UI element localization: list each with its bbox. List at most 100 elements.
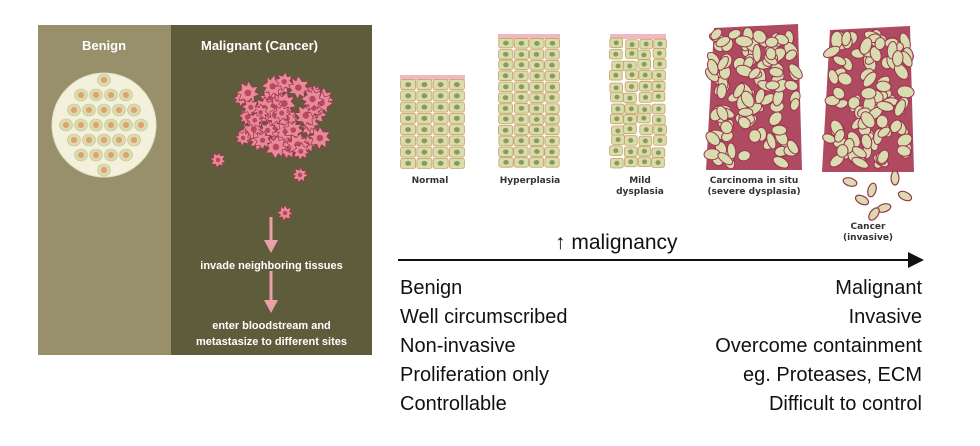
tissue-cell [513, 70, 529, 81]
tissue-cell [544, 49, 560, 60]
malignant-traits-list: Malignant Invasive Overcome containment … [715, 274, 922, 419]
malignant-title: Malignant (Cancer) [201, 38, 319, 53]
tissue-cell [448, 135, 465, 147]
tissue-cell [448, 101, 465, 113]
tissue-cell [609, 70, 623, 81]
invade-caption: invade neighboring tissues [200, 260, 343, 272]
tissue-cell [529, 114, 545, 125]
tissue-cell [717, 152, 734, 166]
cancer-cell [291, 166, 309, 184]
tissue-cell [611, 125, 625, 137]
tissue-cell [400, 157, 417, 169]
tissue-cell [623, 92, 637, 104]
tissue-cell [544, 81, 560, 93]
malignant-trait: Overcome containment [715, 335, 922, 357]
tissue-cell [784, 79, 799, 92]
cancer-cell [300, 86, 325, 111]
tissue-cell [416, 124, 433, 136]
benign-malignant-panel: Benign Malignant (Cancer) invade neighbo… [38, 25, 372, 355]
tissue-cell [772, 156, 790, 169]
tissue-cell [528, 103, 545, 114]
tissue-cell [544, 92, 560, 103]
malignant-trait: Invasive [848, 306, 922, 328]
tissue-cell [623, 135, 638, 146]
tissue-cell [851, 156, 869, 169]
benign-cell [104, 88, 118, 102]
tissue-cell [544, 38, 561, 49]
tissue-cell [513, 38, 529, 49]
invasive-cell [867, 182, 877, 198]
stage-carcinoma-in-situ-tissue [703, 24, 803, 170]
tissue-cell [748, 129, 762, 143]
invasive-cell [897, 190, 913, 202]
tissue-cell [544, 59, 560, 71]
tissue-cell [737, 150, 751, 162]
tissue-cell [432, 101, 449, 113]
stage-label-cancer: Cancer(invasive) [842, 222, 894, 243]
tissue-cell [788, 63, 803, 80]
tissue-cell [875, 114, 889, 129]
benign-title: Benign [82, 38, 127, 53]
tissue-cell [448, 90, 465, 102]
benign-cell [89, 118, 103, 132]
tissue-cell [876, 100, 895, 112]
tissue-cell [529, 81, 545, 93]
benign-cell [74, 88, 88, 102]
tissue-cell [765, 47, 777, 61]
tissue-cell [529, 60, 545, 71]
tissue-cell [737, 107, 754, 117]
tissue-cell [432, 157, 449, 169]
malignant-trait: Malignant [835, 277, 922, 299]
tissue-cell [609, 82, 624, 94]
benign-tumor [51, 72, 157, 178]
tissue-cell [610, 113, 624, 125]
tissue-cell [710, 28, 723, 41]
tissue-cell [528, 49, 545, 60]
tissue-cell [734, 35, 754, 48]
tissue-cell [653, 38, 667, 50]
tissue-cell [637, 49, 651, 61]
tissue-cell [869, 46, 882, 63]
metastasis-arrow [264, 271, 278, 313]
tissue-cell [400, 101, 417, 113]
tissue-cell [875, 80, 892, 93]
tissue-cell [639, 124, 654, 135]
tissue-cell [860, 111, 876, 129]
tissue-cell [497, 103, 514, 114]
benign-cell [67, 103, 81, 117]
stage-hyperplasia-tissue [497, 34, 561, 168]
benign-cell [119, 148, 133, 162]
tissue-cell [638, 69, 653, 81]
stage-normal-tissue [400, 75, 465, 169]
tissue-cell [860, 87, 877, 100]
tissue-cell [611, 134, 625, 145]
tissue-cell [726, 142, 737, 160]
malignancy-axis-line [398, 259, 913, 261]
tissue-cell [652, 70, 666, 81]
tissue-cell [513, 81, 530, 92]
tissue-cell [513, 114, 529, 125]
tissue-cell [623, 113, 637, 125]
tissue-cell [609, 145, 623, 156]
tissue-cell [610, 91, 624, 103]
cancer-cell [291, 141, 311, 161]
panel-illustration [51, 71, 335, 313]
tissue-cell [611, 60, 625, 72]
tissue-cell [498, 113, 514, 125]
tissue-cell [832, 55, 847, 67]
tissue-cell [651, 91, 666, 102]
tissue-cell [892, 50, 904, 67]
tissue-cell [754, 88, 766, 105]
tissue-cell [784, 49, 798, 61]
stage-label-normal: Normal [411, 176, 449, 186]
benign-cell [82, 103, 96, 117]
tissue-cell [752, 44, 762, 63]
tissue-cell [513, 59, 529, 71]
tissue-cell [513, 135, 529, 146]
tissue-cell [416, 112, 433, 124]
tissue-cell [448, 112, 465, 124]
benign-trait: Well circumscribed [400, 306, 568, 328]
tissue-cell [894, 99, 906, 117]
tissue-cell [653, 135, 667, 146]
